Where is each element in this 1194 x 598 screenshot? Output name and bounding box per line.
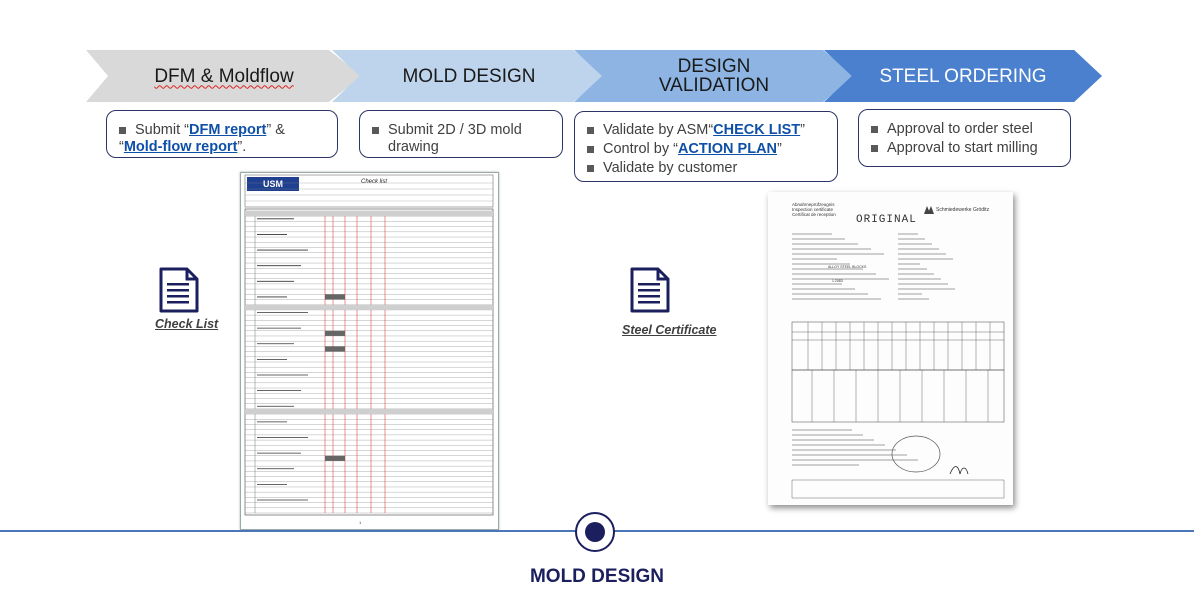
item-text: Validate by customer bbox=[603, 160, 738, 176]
step-mold-design: MOLD DESIGN bbox=[332, 50, 606, 102]
item-text: Validate by ASM“ bbox=[603, 122, 714, 138]
step-label: STEEL ORDERING bbox=[879, 65, 1047, 87]
inspection-stamp bbox=[891, 435, 941, 473]
item-text: Submit “ bbox=[135, 122, 189, 138]
filled-cell bbox=[325, 330, 345, 336]
list-item: Approval to order steel bbox=[871, 121, 1062, 138]
cert-line: Abnahmeprüfzeugnis bbox=[792, 202, 835, 207]
bullet-icon bbox=[871, 126, 878, 133]
page-number: 1 bbox=[359, 520, 362, 525]
section-band bbox=[245, 211, 493, 217]
marker-dot bbox=[585, 522, 605, 542]
steel-ordering-card: Approval to order steel Approval to star… bbox=[858, 109, 1071, 167]
check-list-grid: 1 bbox=[244, 174, 494, 525]
step-label: DFM & Moldflow bbox=[154, 65, 294, 87]
item-text: drawing bbox=[388, 139, 439, 155]
bullet-icon bbox=[587, 146, 594, 153]
item-text: ” bbox=[800, 122, 805, 138]
cert-product: ALLOY STEEL BLOCKS bbox=[828, 265, 867, 269]
cert-line: Certificat de reception bbox=[792, 212, 836, 217]
list-item: Validate by ASM“CHECK LIST” bbox=[587, 122, 829, 139]
list-item: Control by “ACTION PLAN” bbox=[587, 141, 829, 158]
step-label-line2: VALIDATION bbox=[658, 75, 770, 96]
list-item: Submit “DFM report” & “Mold-flow report”… bbox=[119, 122, 327, 156]
step-design-validation: DESIGN VALIDATION bbox=[574, 50, 854, 102]
filled-cell bbox=[325, 294, 345, 300]
section-band bbox=[245, 408, 493, 415]
item-text: Approval to order steel bbox=[887, 121, 1033, 137]
header-box bbox=[244, 174, 494, 208]
document-icon[interactable] bbox=[158, 266, 200, 319]
dfm-report-link[interactable]: DFM report bbox=[189, 122, 267, 138]
list-item: Validate by customer bbox=[587, 160, 829, 177]
step-label-line1: DESIGN bbox=[677, 56, 751, 77]
bullet-icon bbox=[372, 127, 379, 134]
design-validation-card: Validate by ASM“CHECK LIST” Control by “… bbox=[574, 111, 838, 182]
cert-grade: 1.2083 bbox=[832, 279, 843, 283]
bullet-icon bbox=[587, 127, 594, 134]
usm-logo: USM bbox=[247, 177, 299, 191]
item-text: Control by “ bbox=[603, 141, 678, 157]
current-step-marker[interactable] bbox=[575, 512, 615, 552]
dfm-card: Submit “DFM report” & “Mold-flow report”… bbox=[106, 110, 338, 158]
chem-table bbox=[791, 321, 1005, 371]
steel-certificate-document: Abnahmeprüfzeugnis Inspection certificat… bbox=[768, 192, 1013, 505]
step-steel-ordering: STEEL ORDERING bbox=[824, 50, 1102, 102]
step-dfm-moldflow: DFM & Moldflow bbox=[86, 50, 362, 102]
section-title: MOLD DESIGN bbox=[529, 566, 665, 587]
item-text: ” bbox=[777, 141, 782, 157]
cert-line: Inspection certificate bbox=[792, 207, 834, 212]
check-list-title: Check list bbox=[361, 179, 388, 185]
signature bbox=[949, 466, 969, 475]
footer-box bbox=[791, 479, 1005, 499]
check-list-caption[interactable]: Check List bbox=[155, 317, 219, 331]
item-text: ” & bbox=[266, 122, 285, 138]
item-text: ”. bbox=[237, 139, 247, 155]
list-item: Approval to start milling bbox=[871, 140, 1062, 157]
item-text: Approval to start milling bbox=[887, 140, 1038, 156]
original-stamp: ORIGINAL bbox=[856, 214, 917, 226]
bullet-icon bbox=[119, 127, 126, 134]
section-band bbox=[245, 304, 493, 310]
certificate-table bbox=[791, 233, 1005, 499]
company-name: Schmiedewerke Gröditz bbox=[936, 207, 990, 213]
bullet-icon bbox=[871, 145, 878, 152]
check-list-link[interactable]: CHECK LIST bbox=[713, 122, 801, 138]
filled-cell bbox=[325, 455, 345, 461]
item-text: Submit 2D / 3D mold bbox=[388, 122, 522, 138]
check-list-document: USM Check list 1 bbox=[240, 172, 499, 530]
action-plan-link[interactable]: ACTION PLAN bbox=[677, 141, 778, 157]
step-label: MOLD DESIGN bbox=[402, 65, 536, 87]
item-text: “ bbox=[119, 139, 124, 155]
document-icon[interactable] bbox=[629, 266, 671, 319]
mold-flow-report-link[interactable]: Mold-flow report bbox=[123, 139, 238, 155]
bullet-icon bbox=[587, 165, 594, 172]
filled-cell bbox=[325, 346, 345, 352]
steel-certificate-caption[interactable]: Steel Certificate bbox=[622, 323, 717, 337]
mech-table bbox=[791, 369, 1005, 423]
